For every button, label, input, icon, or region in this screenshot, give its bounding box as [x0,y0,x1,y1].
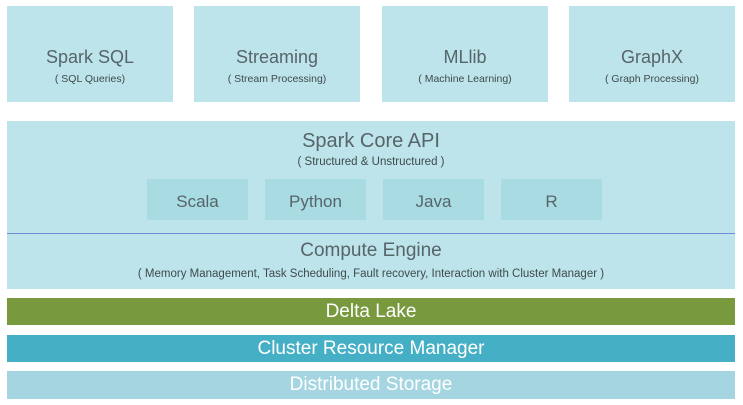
language-box-scala: Scala [147,179,248,220]
language-box-java: Java [383,179,484,220]
language-box-r: R [501,179,602,220]
compute-engine-subtitle: ( Memory Management, Task Scheduling, Fa… [137,268,605,280]
library-title: Streaming [235,47,319,67]
library-title: Spark SQL [45,47,135,67]
library-box-mllib: MLlib ( Machine Learning) [382,6,548,102]
compute-engine-title: Compute Engine [300,240,442,261]
core-api-title: Spark Core API [302,130,440,152]
core-engine-divider [7,233,735,234]
library-box-graphx: GraphX ( Graph Processing) [569,6,735,102]
library-description: ( SQL Queries) [54,73,126,85]
library-box-streaming: Streaming ( Stream Processing) [194,6,360,102]
library-description: ( Stream Processing) [227,73,327,85]
library-title: GraphX [620,47,684,67]
cluster-resource-manager-layer: Cluster Resource Manager [7,335,735,362]
language-box-python: Python [265,179,366,220]
core-api-subtitle: ( Structured & Unstructured ) [297,156,445,168]
distributed-storage-layer: Distributed Storage [7,371,735,399]
library-box-spark-sql: Spark SQL ( SQL Queries) [7,6,173,102]
library-description: ( Machine Learning) [418,73,512,85]
spark-core-block: Spark Core API ( Structured & Unstructur… [7,121,735,289]
library-title: MLlib [443,47,487,67]
delta-lake-layer: Delta Lake [7,298,735,325]
library-description: ( Graph Processing) [605,73,699,85]
